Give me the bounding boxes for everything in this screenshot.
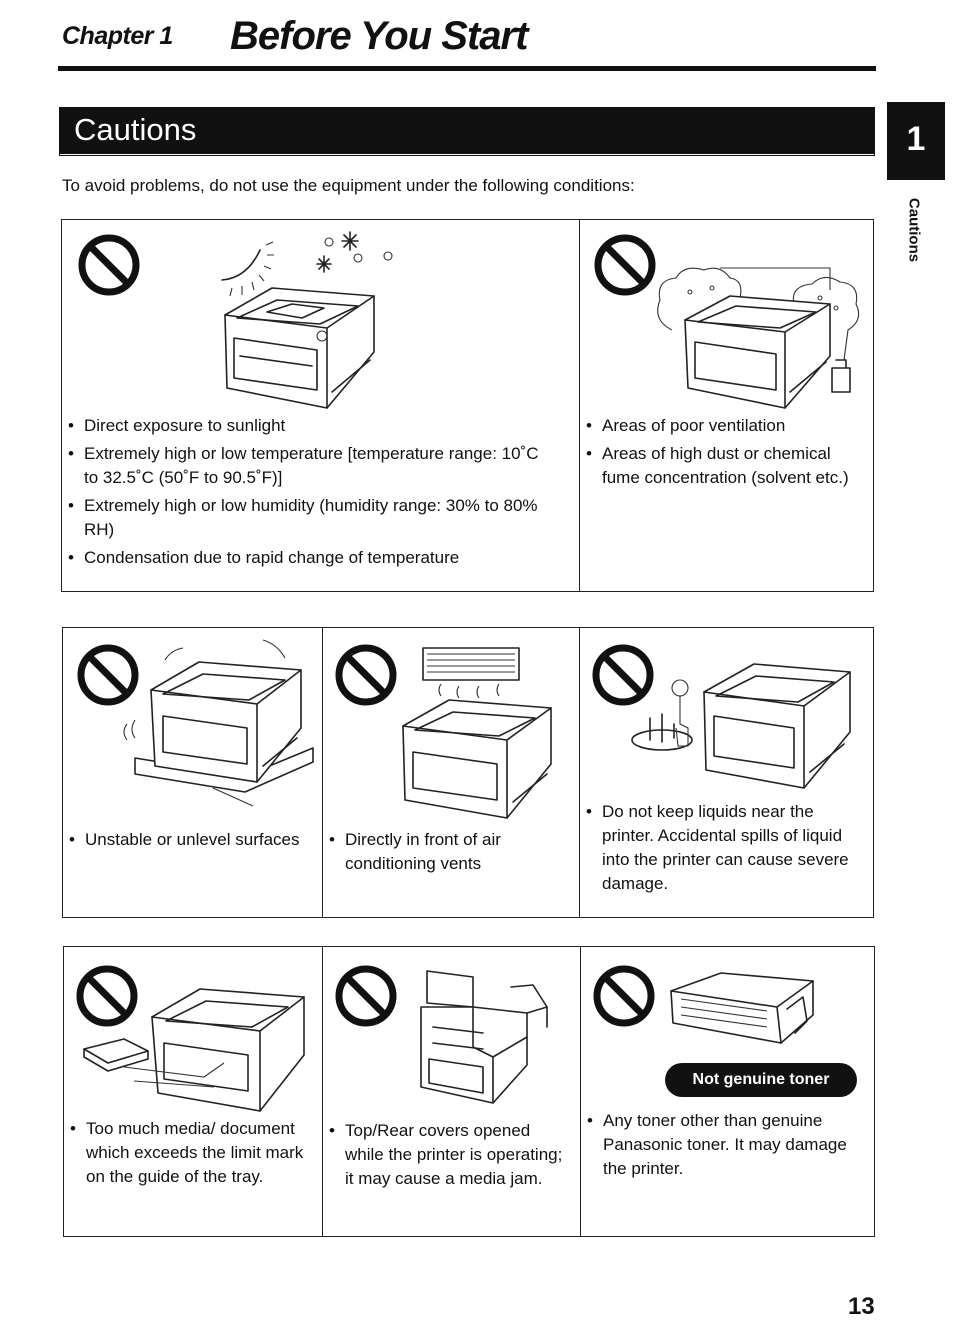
prohibited-icon [335, 965, 397, 1027]
caution-list: Direct exposure to sunlight Extremely hi… [66, 414, 556, 574]
caution-panel-2: Unstable or unlevel surfaces Directly in… [62, 627, 874, 918]
caution-item: Do not keep liquids near the printer. Ac… [584, 800, 864, 896]
caution-cell-too-much-media: Too much media/ document which exceeds t… [64, 947, 322, 1236]
caution-list: Do not keep liquids near the printer. Ac… [584, 800, 864, 900]
page-number: 13 [848, 1293, 875, 1320]
caution-list: Directly in front of air conditioning ve… [327, 828, 567, 880]
chapter-tab-number: 1 [906, 120, 926, 158]
prohibited-icon [76, 965, 138, 1027]
caution-cell-ventilation: Areas of poor ventilation Areas of high … [579, 220, 875, 591]
caution-item: Areas of poor ventilation [584, 414, 864, 438]
caution-panel-3: Too much media/ document which exceeds t… [63, 946, 875, 1237]
printer-under-air-conditioner-illustration [402, 647, 552, 819]
caution-item: Areas of high dust or chemical fume conc… [584, 442, 864, 490]
printer-on-unstable-surface-illustration [123, 639, 314, 807]
caution-cell-covers-open: Top/Rear covers opened while the printer… [322, 947, 580, 1236]
caution-item: Extremely high or low humidity (humidity… [66, 494, 556, 542]
prohibited-icon [77, 644, 139, 706]
chapter-tab-label: Cautions [900, 188, 928, 272]
printer-with-covers-open-illustration [420, 970, 548, 1104]
caution-panel-1: Direct exposure to sunlight Extremely hi… [61, 219, 874, 592]
chapter-tab: 1 [887, 102, 945, 180]
caution-item: Directly in front of air conditioning ve… [327, 828, 567, 876]
caution-list: Too much media/ document which exceeds t… [68, 1117, 308, 1193]
section-heading: Cautions [74, 112, 197, 147]
not-genuine-toner-badge: Not genuine toner [665, 1063, 857, 1097]
prohibited-icon [78, 234, 140, 296]
caution-cell-air-conditioner: Directly in front of air conditioning ve… [322, 628, 579, 917]
caution-list: Unstable or unlevel surfaces [67, 828, 307, 856]
printer-near-liquids-illustration [631, 663, 851, 789]
caution-item: Condensation due to rapid change of temp… [66, 546, 556, 570]
caution-list: Areas of poor ventilation Areas of high … [584, 414, 864, 494]
intro-text: To avoid problems, do not use the equipm… [62, 176, 635, 195]
caution-item: Unstable or unlevel surfaces [67, 828, 307, 852]
caution-item: Top/Rear covers opened while the printer… [327, 1119, 567, 1191]
printer-in-sunlight-illustration [221, 231, 393, 409]
caution-cell-unstable-surface: Unstable or unlevel surfaces [63, 628, 322, 917]
prohibited-icon [594, 234, 656, 296]
printer-in-dust-cloud-illustration [657, 267, 860, 409]
prohibited-icon [335, 644, 397, 706]
caution-item: Extremely high or low temperature [tempe… [66, 442, 556, 490]
toner-cartridge-illustration [670, 972, 814, 1044]
caution-item: Any toner other than genuine Panasonic t… [585, 1109, 865, 1181]
title-rule [58, 66, 876, 71]
prohibited-icon [593, 965, 655, 1027]
caution-item: Direct exposure to sunlight [66, 414, 556, 438]
chapter-tab-label-text: Cautions [905, 197, 923, 263]
caution-cell-liquids: Do not keep liquids near the printer. Ac… [579, 628, 875, 917]
caution-cell-non-genuine-toner: Not genuine toner Any toner other than g… [580, 947, 876, 1236]
chapter-label: Chapter 1 [62, 22, 173, 50]
printer-with-too-much-media-illustration [83, 988, 305, 1112]
caution-item: Too much media/ document which exceeds t… [68, 1117, 308, 1189]
prohibited-icon [592, 644, 654, 706]
chapter-title: Before You Start [230, 14, 528, 58]
section-heading-bar: Cautions [60, 108, 874, 155]
caution-list: Top/Rear covers opened while the printer… [327, 1119, 567, 1195]
caution-cell-sunlight: Direct exposure to sunlight Extremely hi… [62, 220, 579, 591]
caution-list: Any toner other than genuine Panasonic t… [585, 1109, 865, 1185]
